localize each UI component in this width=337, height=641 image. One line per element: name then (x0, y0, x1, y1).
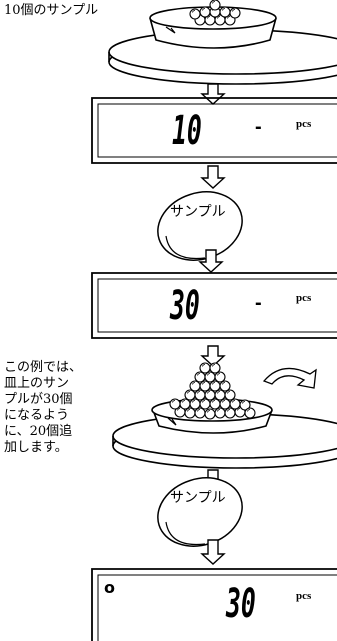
display-panel-1 (91, 97, 337, 164)
display-panel-3 (91, 568, 337, 641)
key1-label: サンプル (170, 204, 226, 220)
note-line: 加します。 (4, 440, 68, 455)
explanation-note: この例では、 皿上のサン プルが30個 になるよう に、20個追 加します。 (4, 360, 82, 456)
scale-bottom (112, 362, 337, 469)
sample-balls (169, 362, 256, 420)
scale-top (108, 0, 337, 85)
display2-units: pcs (296, 292, 312, 304)
down-arrow-icon (200, 83, 226, 105)
down-arrow-icon (200, 539, 226, 565)
down-arrow-icon (200, 165, 226, 189)
down-arrow-icon (200, 345, 226, 367)
curved-arrow-icon (262, 367, 317, 389)
display2-sign: - (255, 292, 262, 314)
note-line: に、20個追 (4, 424, 73, 439)
down-arrow-icon (198, 249, 224, 273)
oval-key-icon (157, 191, 243, 261)
sample-balls (189, 0, 241, 26)
note-line: 皿上のサン (4, 376, 70, 391)
display1-units: pcs (296, 118, 312, 130)
sample-count-label: 10個のサンプル (4, 3, 99, 18)
display2-value: 30 (170, 283, 200, 329)
stable-indicator: o (104, 578, 115, 597)
key2-label: サンプル (170, 490, 226, 506)
display3-units: pcs (296, 590, 312, 602)
display1-sign: - (255, 116, 262, 138)
display-panel-2 (91, 272, 337, 339)
display1-value: 10 (172, 108, 202, 154)
note-line: になるよう (4, 408, 70, 423)
display3-value: 30 (226, 581, 256, 627)
oval-key-icon (157, 477, 243, 547)
note-line: この例では、 (4, 360, 83, 375)
note-line: プルが30個 (4, 392, 73, 407)
